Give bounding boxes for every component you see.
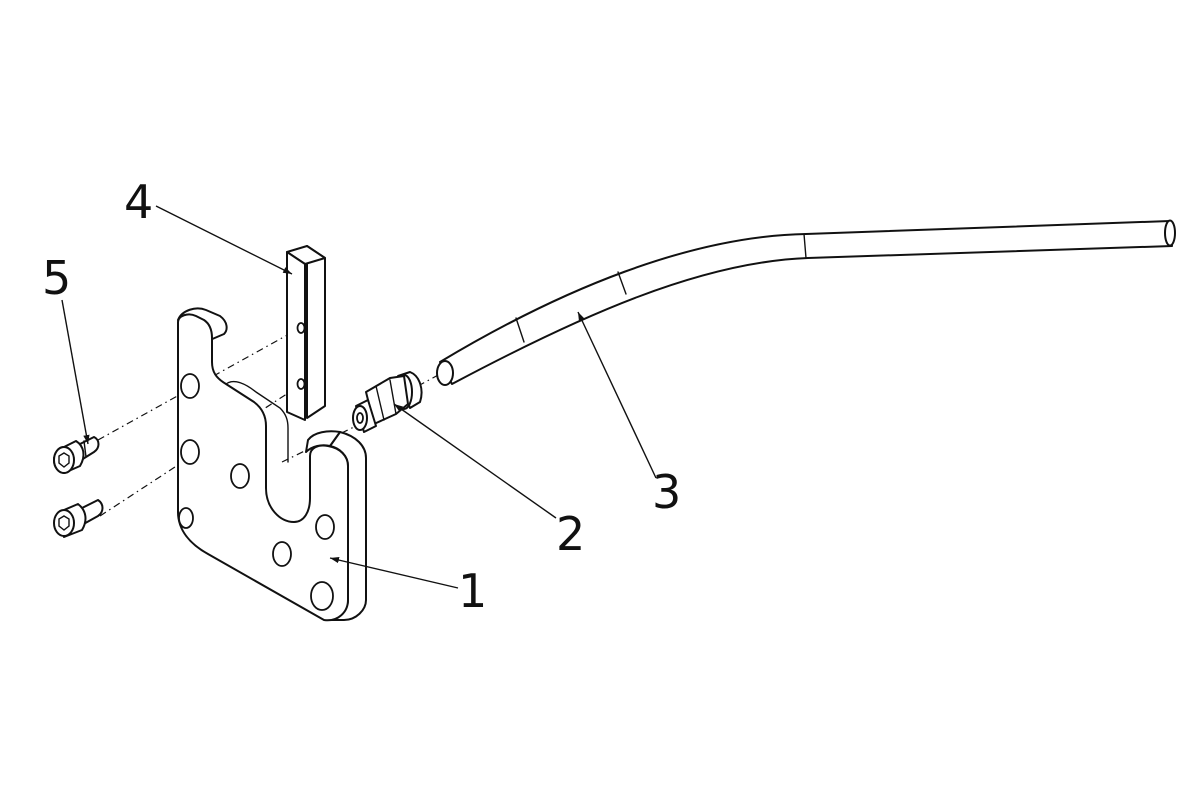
leader-screw: [61, 299, 90, 445]
plate-hole-5: [315, 514, 335, 540]
plate-hole-3: [230, 463, 250, 489]
fitting-hex-flat-1: [375, 385, 385, 421]
leader-lines: [61, 205, 657, 589]
plate-slot-inner-edge: [225, 380, 289, 463]
tube-segment-line-1: [515, 317, 525, 343]
tube-segment-line-3: [803, 233, 807, 259]
leader-fitting: [393, 403, 557, 519]
plate-front-face: [177, 313, 349, 622]
callout-plate: 1: [458, 564, 487, 618]
bar-right-face: [306, 245, 326, 419]
screw-upper: [53, 436, 100, 474]
leader-bar: [155, 205, 293, 275]
plate-hole-1: [180, 373, 200, 399]
callout-bar: 4: [124, 175, 153, 229]
tube-end-far: [1164, 219, 1176, 247]
screw-upper-head-face: [53, 446, 75, 474]
bar-part: [286, 245, 326, 421]
fitting-part: [352, 371, 423, 433]
fitting-bore: [356, 412, 364, 424]
bar-front-face: [286, 251, 306, 421]
plate-hole-2: [180, 439, 200, 465]
plate-hole-6: [272, 541, 292, 567]
plate-hole-7: [310, 581, 334, 611]
callout-tube: 3: [652, 465, 681, 519]
callout-fitting: 2: [556, 507, 585, 561]
leader-plate: [329, 556, 459, 589]
screw-lower-head-face: [53, 509, 75, 537]
callout-labels: 1 2 3 4 5: [42, 175, 681, 618]
tube-body: [439, 220, 1173, 385]
tube-segment-line-2: [617, 271, 627, 295]
plate-hole-4: [178, 507, 194, 529]
hex-socket-icon: [58, 452, 70, 468]
axis-upper-screw: [97, 327, 301, 441]
callout-screw: 5: [42, 251, 71, 305]
screw-lower: [53, 499, 104, 538]
tube-part: [436, 219, 1176, 386]
hex-socket-icon: [58, 515, 70, 531]
plate-part: [177, 307, 367, 622]
bar-hole-upper: [296, 322, 306, 334]
leader-tube: [577, 311, 657, 479]
bar-hole-lower: [296, 378, 306, 390]
assembly-axes: [97, 327, 441, 517]
tube-end-near: [436, 360, 454, 386]
